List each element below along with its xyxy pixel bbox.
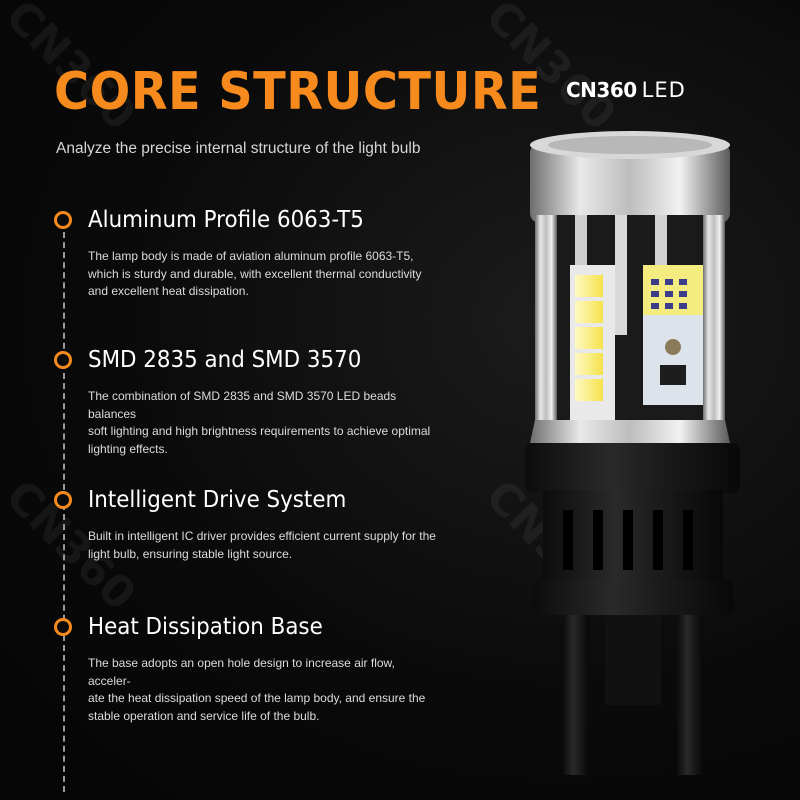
circle-bullet-icon xyxy=(54,491,72,509)
feature-heat-dissipation-base: Heat Dissipation Base The base adopts an… xyxy=(54,613,454,725)
page-title: CORE STRUCTURE xyxy=(54,62,542,122)
feature-description: The base adopts an open hole design to i… xyxy=(88,656,426,723)
circle-bullet-icon xyxy=(54,618,72,636)
feature-title: Aluminum Profile 6063-T5 xyxy=(88,207,364,233)
feature-description: Built in intelligent IC driver provides … xyxy=(88,529,436,561)
feature-drive-system: Intelligent Drive System Built in intell… xyxy=(54,486,454,563)
feature-title: Intelligent Drive System xyxy=(88,487,347,513)
circle-bullet-icon xyxy=(54,211,72,229)
circle-bullet-icon xyxy=(54,351,72,369)
brand-logo-text: CN360 xyxy=(566,78,637,102)
feature-title: SMD 2835 and SMD 3570 xyxy=(88,347,362,373)
feature-description: The lamp body is made of aviation alumin… xyxy=(88,249,422,298)
led-bulb-icon xyxy=(525,131,740,775)
brand-logo: CN360 LED xyxy=(566,78,686,102)
timeline-dashed-line xyxy=(63,232,65,792)
feature-title: Heat Dissipation Base xyxy=(88,614,323,640)
feature-smd-beads: SMD 2835 and SMD 3570 The combination of… xyxy=(54,346,454,458)
feature-aluminum-profile: Aluminum Profile 6063-T5 The lamp body i… xyxy=(54,206,454,301)
brand-logo-suffix: LED xyxy=(641,78,686,102)
page-subtitle: Analyze the precise internal structure o… xyxy=(56,140,421,157)
feature-description: The combination of SMD 2835 and SMD 3570… xyxy=(88,389,431,456)
